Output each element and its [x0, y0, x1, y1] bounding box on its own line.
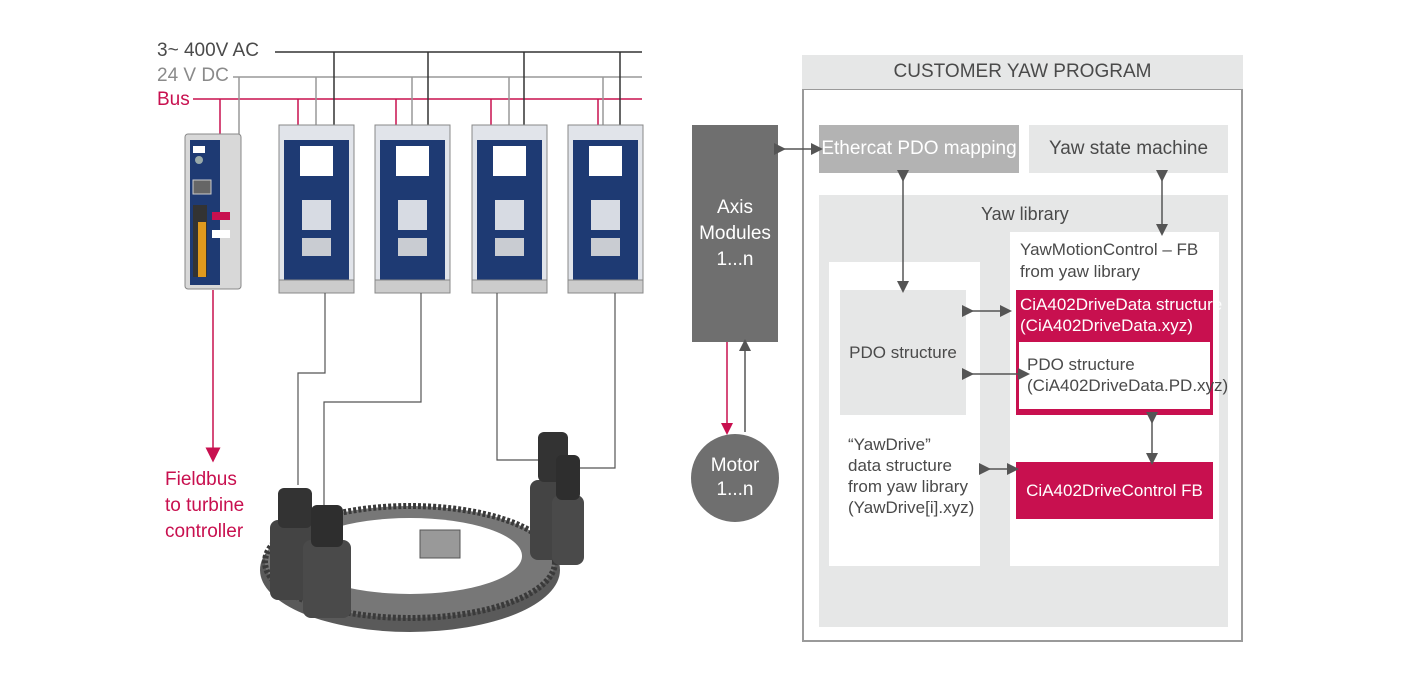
- motion-control-label: YawMotionControl – FB from yaw library: [1020, 240, 1199, 281]
- drive-unit-icon: [567, 124, 644, 294]
- drive-unit-icon: [278, 124, 355, 294]
- program-title-bar: CUSTOMER YAW PROGRAM: [802, 55, 1243, 89]
- yaw-library-title: Yaw library: [981, 204, 1069, 224]
- inner-pdo-structure-box: [1019, 342, 1210, 409]
- yaw-ring-gear-icon: [260, 432, 584, 632]
- fieldbus-coupler-icon: [184, 133, 242, 290]
- inner-pdo-structure-label: PDO structure (CiA402DriveData.PD.xyz): [1027, 355, 1229, 395]
- pdo-mapping-box: Ethercat PDO mapping: [819, 125, 1019, 173]
- drive-unit-icon: [471, 124, 548, 294]
- drive-unit-icon: [374, 124, 451, 294]
- drivedata-structure-label: CiA402DriveData structure (CiA402DriveDa…: [1020, 295, 1223, 335]
- pdo-structure-box: PDO structure: [840, 290, 966, 415]
- ac-supply-label: 3~ 400V AC: [157, 40, 259, 61]
- bus-label: Bus: [157, 89, 190, 110]
- fieldbus-label: Fieldbus to turbine controller: [165, 469, 245, 542]
- yawdrive-structure-label: “YawDrive” data structure from yaw libra…: [848, 435, 975, 517]
- program-title: CUSTOMER YAW PROGRAM: [893, 61, 1152, 82]
- dc-supply-label: 24 V DC: [157, 65, 229, 86]
- motor-circle: Motor 1...n: [691, 434, 779, 522]
- axis-modules-box: Axis Modules 1...n: [692, 125, 778, 342]
- drivecontrol-fb-box: CiA402DriveControl FB: [1016, 462, 1213, 519]
- state-machine-box: Yaw state machine: [1029, 125, 1228, 173]
- hardware-illustration: [184, 51, 644, 632]
